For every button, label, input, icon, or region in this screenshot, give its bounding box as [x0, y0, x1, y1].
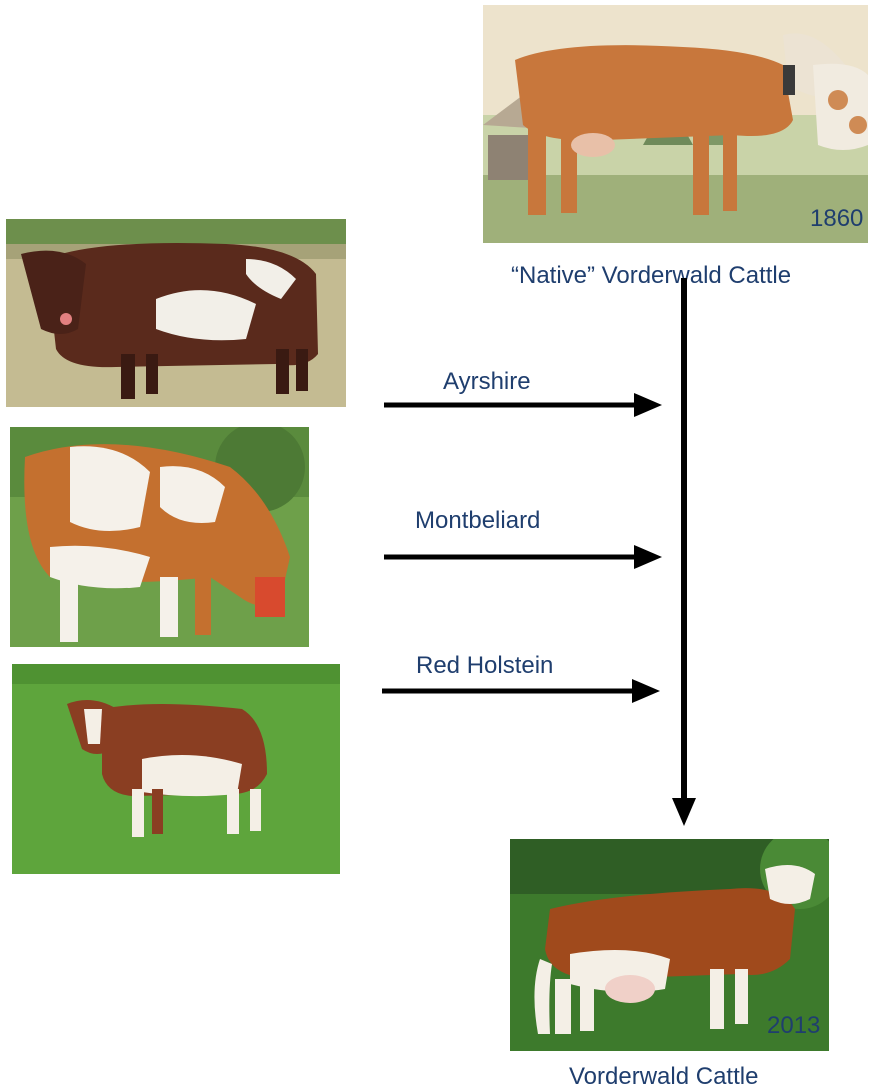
vorderwald-caption: Vorderwald Cattle: [569, 1063, 758, 1091]
montbeliard-label: Montbeliard: [415, 507, 540, 535]
red-holstein-photo: [12, 664, 340, 874]
montbeliard-arrow: [384, 543, 664, 571]
ayrshire-photo: [6, 219, 346, 407]
main-lineage-arrow: [664, 278, 704, 828]
year-1860-label: 1860: [810, 205, 863, 233]
year-2013-label: 2013: [767, 1012, 820, 1040]
red-holstein-arrow: [382, 677, 662, 705]
ayrshire-label: Ayrshire: [443, 368, 531, 396]
native-vorderwald-caption: “Native” Vorderwald Cattle: [511, 262, 791, 290]
montbeliard-photo: [10, 427, 309, 647]
red-holstein-label: Red Holstein: [416, 652, 553, 680]
